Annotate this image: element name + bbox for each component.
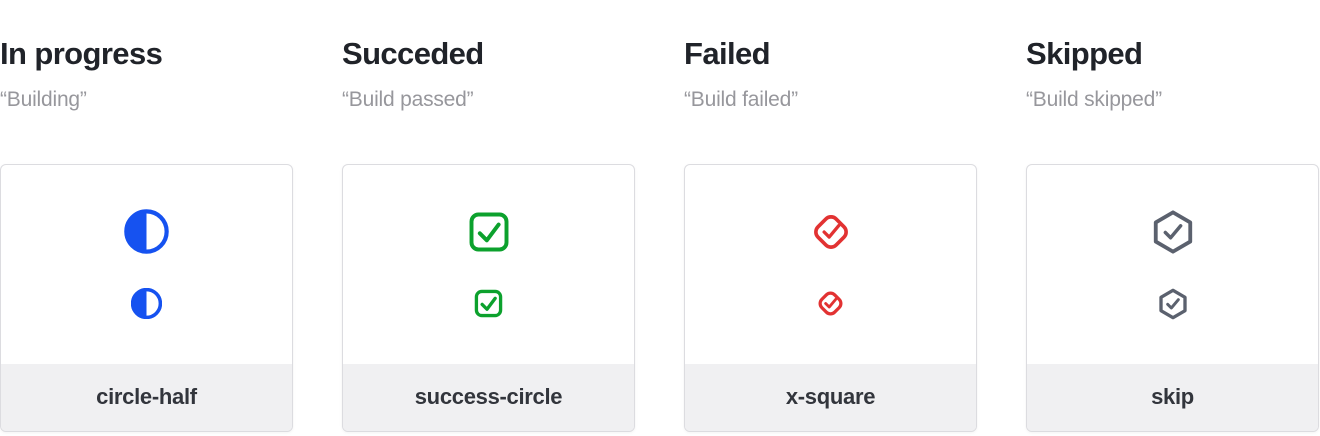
column-subtitle: “Build failed” (684, 87, 798, 111)
icon-card-circle-half: circle-half (0, 163, 293, 432)
icon-card-body (1, 165, 292, 364)
column-title: In progress (0, 36, 163, 71)
column-succeded: Succeded “Build passed” (342, 0, 635, 436)
check-hexagon-icon-small (1157, 281, 1189, 327)
icon-card-body (343, 165, 634, 364)
check-hexagon-icon-large (1150, 209, 1196, 255)
circle-half-icon-large (124, 209, 169, 255)
column-subtitle: “Build passed” (342, 87, 474, 111)
column-subtitle: “Build skipped” (1026, 87, 1162, 111)
icon-card-x-square: x-square (684, 163, 977, 432)
check-diamond-icon-small (815, 281, 846, 327)
column-failed: Failed “Build failed” (684, 0, 977, 436)
column-skipped: Skipped “Build skipped” (1026, 0, 1319, 436)
column-title: Failed (684, 36, 771, 71)
check-square-icon-small (474, 281, 503, 327)
icon-name-label: skip (1027, 363, 1318, 431)
column-in-progress: In progress “Building” circle-half (0, 0, 293, 436)
icon-card-body (685, 165, 976, 364)
icon-card-success-circle: success-circle (342, 163, 635, 432)
circle-half-icon-small (131, 281, 162, 327)
icon-card-body (1027, 165, 1318, 364)
icon-card-skip: skip (1026, 163, 1319, 432)
icon-name-label: circle-half (1, 363, 292, 431)
column-subtitle: “Building” (0, 87, 87, 111)
check-diamond-icon-large (809, 209, 853, 255)
check-square-icon-large (468, 209, 510, 255)
column-title: Skipped (1026, 36, 1143, 71)
icon-name-label: success-circle (343, 363, 634, 431)
column-title: Succeded (342, 36, 484, 71)
icon-name-label: x-square (685, 363, 976, 431)
